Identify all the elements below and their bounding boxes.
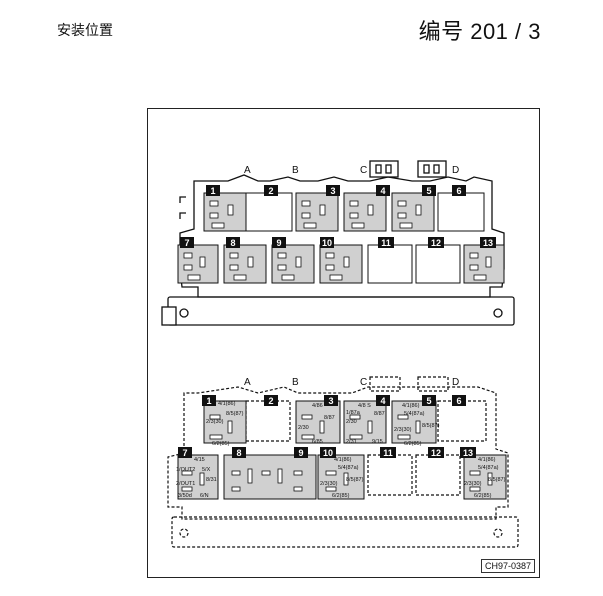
svg-text:1/87a: 1/87a [346, 410, 361, 416]
svg-text:1/OUT2: 1/OUT2 [176, 467, 195, 473]
top-tag-6: 6 [456, 186, 461, 196]
connector-label-a: A [244, 165, 251, 176]
svg-text:2/30: 2/30 [346, 419, 357, 425]
layout-tag-11: 11 [383, 448, 393, 458]
svg-text:6/2(85): 6/2(85) [474, 493, 492, 499]
svg-text:8/87: 8/87 [324, 415, 335, 421]
layout-pin-slots [181, 414, 493, 492]
top-position-labels: 1 2 3 4 5 6 7 8 9 10 11 12 13 [184, 186, 493, 248]
svg-text:2/3(30): 2/3(30) [464, 481, 482, 487]
svg-text:6/2(85): 6/2(85) [404, 441, 422, 447]
svg-text:5/4(87a): 5/4(87a) [478, 465, 499, 471]
layout-tag-10: 10 [323, 448, 333, 458]
svg-text:8/31: 8/31 [206, 477, 217, 483]
top-tag-13: 13 [483, 238, 493, 248]
layout-tag-2: 2 [268, 396, 273, 406]
connector-label-c: C [360, 165, 367, 176]
svg-text:5/X: 5/X [202, 467, 211, 473]
svg-text:8/5(87): 8/5(87) [226, 411, 244, 417]
top-tag-4: 4 [380, 186, 385, 196]
svg-text:8/5(87): 8/5(87) [488, 477, 506, 483]
top-tag-2: 2 [268, 186, 273, 196]
top-tag-8: 8 [230, 238, 235, 248]
svg-text:2/3(30): 2/3(30) [394, 427, 412, 433]
layout-pin-labels: 4/1(86) 2/3(30) 8/5(87) 6/2(85) 4/86 2/3… [176, 401, 506, 499]
top-tag-7: 7 [184, 238, 189, 248]
top-tag-3: 3 [330, 186, 335, 196]
svg-text:8/5(87): 8/5(87) [422, 423, 440, 429]
relay-panel-figure: 1 2 3 4 5 6 7 8 9 10 11 12 13 A B C D [147, 108, 540, 578]
top-tag-10: 10 [322, 238, 332, 248]
top-tag-1: 1 [210, 186, 215, 196]
layout-position-labels: 1 2 3 4 5 6 7 8 9 10 11 12 13 [182, 396, 473, 458]
top-pin-slots [183, 200, 492, 281]
svg-text:4/1(86): 4/1(86) [218, 401, 236, 407]
svg-text:4/1(86): 4/1(86) [334, 457, 352, 463]
layout-tag-9: 9 [298, 448, 303, 458]
layout-tag-5: 5 [426, 396, 431, 406]
layout-connector-letters: A B C D [244, 377, 459, 388]
svg-text:5/4(87a): 5/4(87a) [404, 411, 425, 417]
svg-text:4/1(86): 4/1(86) [402, 403, 420, 409]
layout-connector-a: A [244, 377, 251, 388]
layout-tag-4: 4 [380, 396, 385, 406]
svg-text:3/50d: 3/50d [178, 493, 192, 499]
svg-text:2/OUT1: 2/OUT1 [176, 481, 195, 487]
top-socket-row-1 [203, 192, 485, 232]
svg-text:4/1(86): 4/1(86) [478, 457, 496, 463]
layout-connector-c: C [360, 377, 367, 388]
svg-text:5/4(87a): 5/4(87a) [338, 465, 359, 471]
layout-tag-8: 8 [236, 448, 241, 458]
layout-tag-1: 1 [206, 396, 211, 406]
connector-label-b: B [292, 165, 299, 176]
layout-connector-b: B [292, 377, 299, 388]
layout-tag-13: 13 [463, 448, 473, 458]
svg-text:8/5(87): 8/5(87) [346, 477, 364, 483]
top-position-tags [180, 185, 496, 248]
svg-text:2/3(30): 2/3(30) [320, 481, 338, 487]
top-tag-11: 11 [381, 238, 391, 248]
svg-text:6/2(85): 6/2(85) [212, 441, 230, 447]
panel-top-view [161, 160, 515, 326]
svg-text:2/30: 2/30 [298, 425, 309, 431]
relay-panel-diagram: 1 2 3 4 5 6 7 8 9 10 11 12 13 A B C D [161, 160, 519, 548]
svg-text:2/31: 2/31 [346, 439, 357, 445]
layout-tag-6: 6 [456, 396, 461, 406]
top-tag-9: 9 [276, 238, 281, 248]
page-label-location: 安装位置 [57, 23, 113, 39]
layout-tag-12: 12 [431, 448, 441, 458]
connector-label-d: D [452, 165, 459, 176]
layout-connector-d: D [452, 377, 459, 388]
top-connector-letters: A B C D [244, 165, 459, 176]
svg-text:6/2(85): 6/2(85) [332, 493, 350, 499]
svg-text:4/8 S: 4/8 S [358, 403, 371, 409]
svg-text:6/N: 6/N [200, 493, 209, 499]
top-tag-5: 5 [426, 186, 431, 196]
figure-reference-code: CH97-0387 [480, 559, 535, 573]
layout-tag-7: 7 [182, 448, 187, 458]
page-number: 编号 201 / 3 [418, 19, 541, 44]
layout-tag-3: 3 [328, 396, 333, 406]
layout-position-tags [178, 395, 476, 458]
top-tag-12: 12 [431, 238, 441, 248]
svg-text:4/86: 4/86 [312, 403, 323, 409]
svg-text:2/3(30): 2/3(30) [206, 419, 224, 425]
svg-text:9/15: 9/15 [372, 439, 383, 445]
top-socket-row-2 [177, 244, 505, 284]
svg-text:4/15: 4/15 [194, 457, 205, 463]
svg-text:6/85: 6/85 [312, 439, 323, 445]
svg-text:8/87: 8/87 [374, 411, 385, 417]
